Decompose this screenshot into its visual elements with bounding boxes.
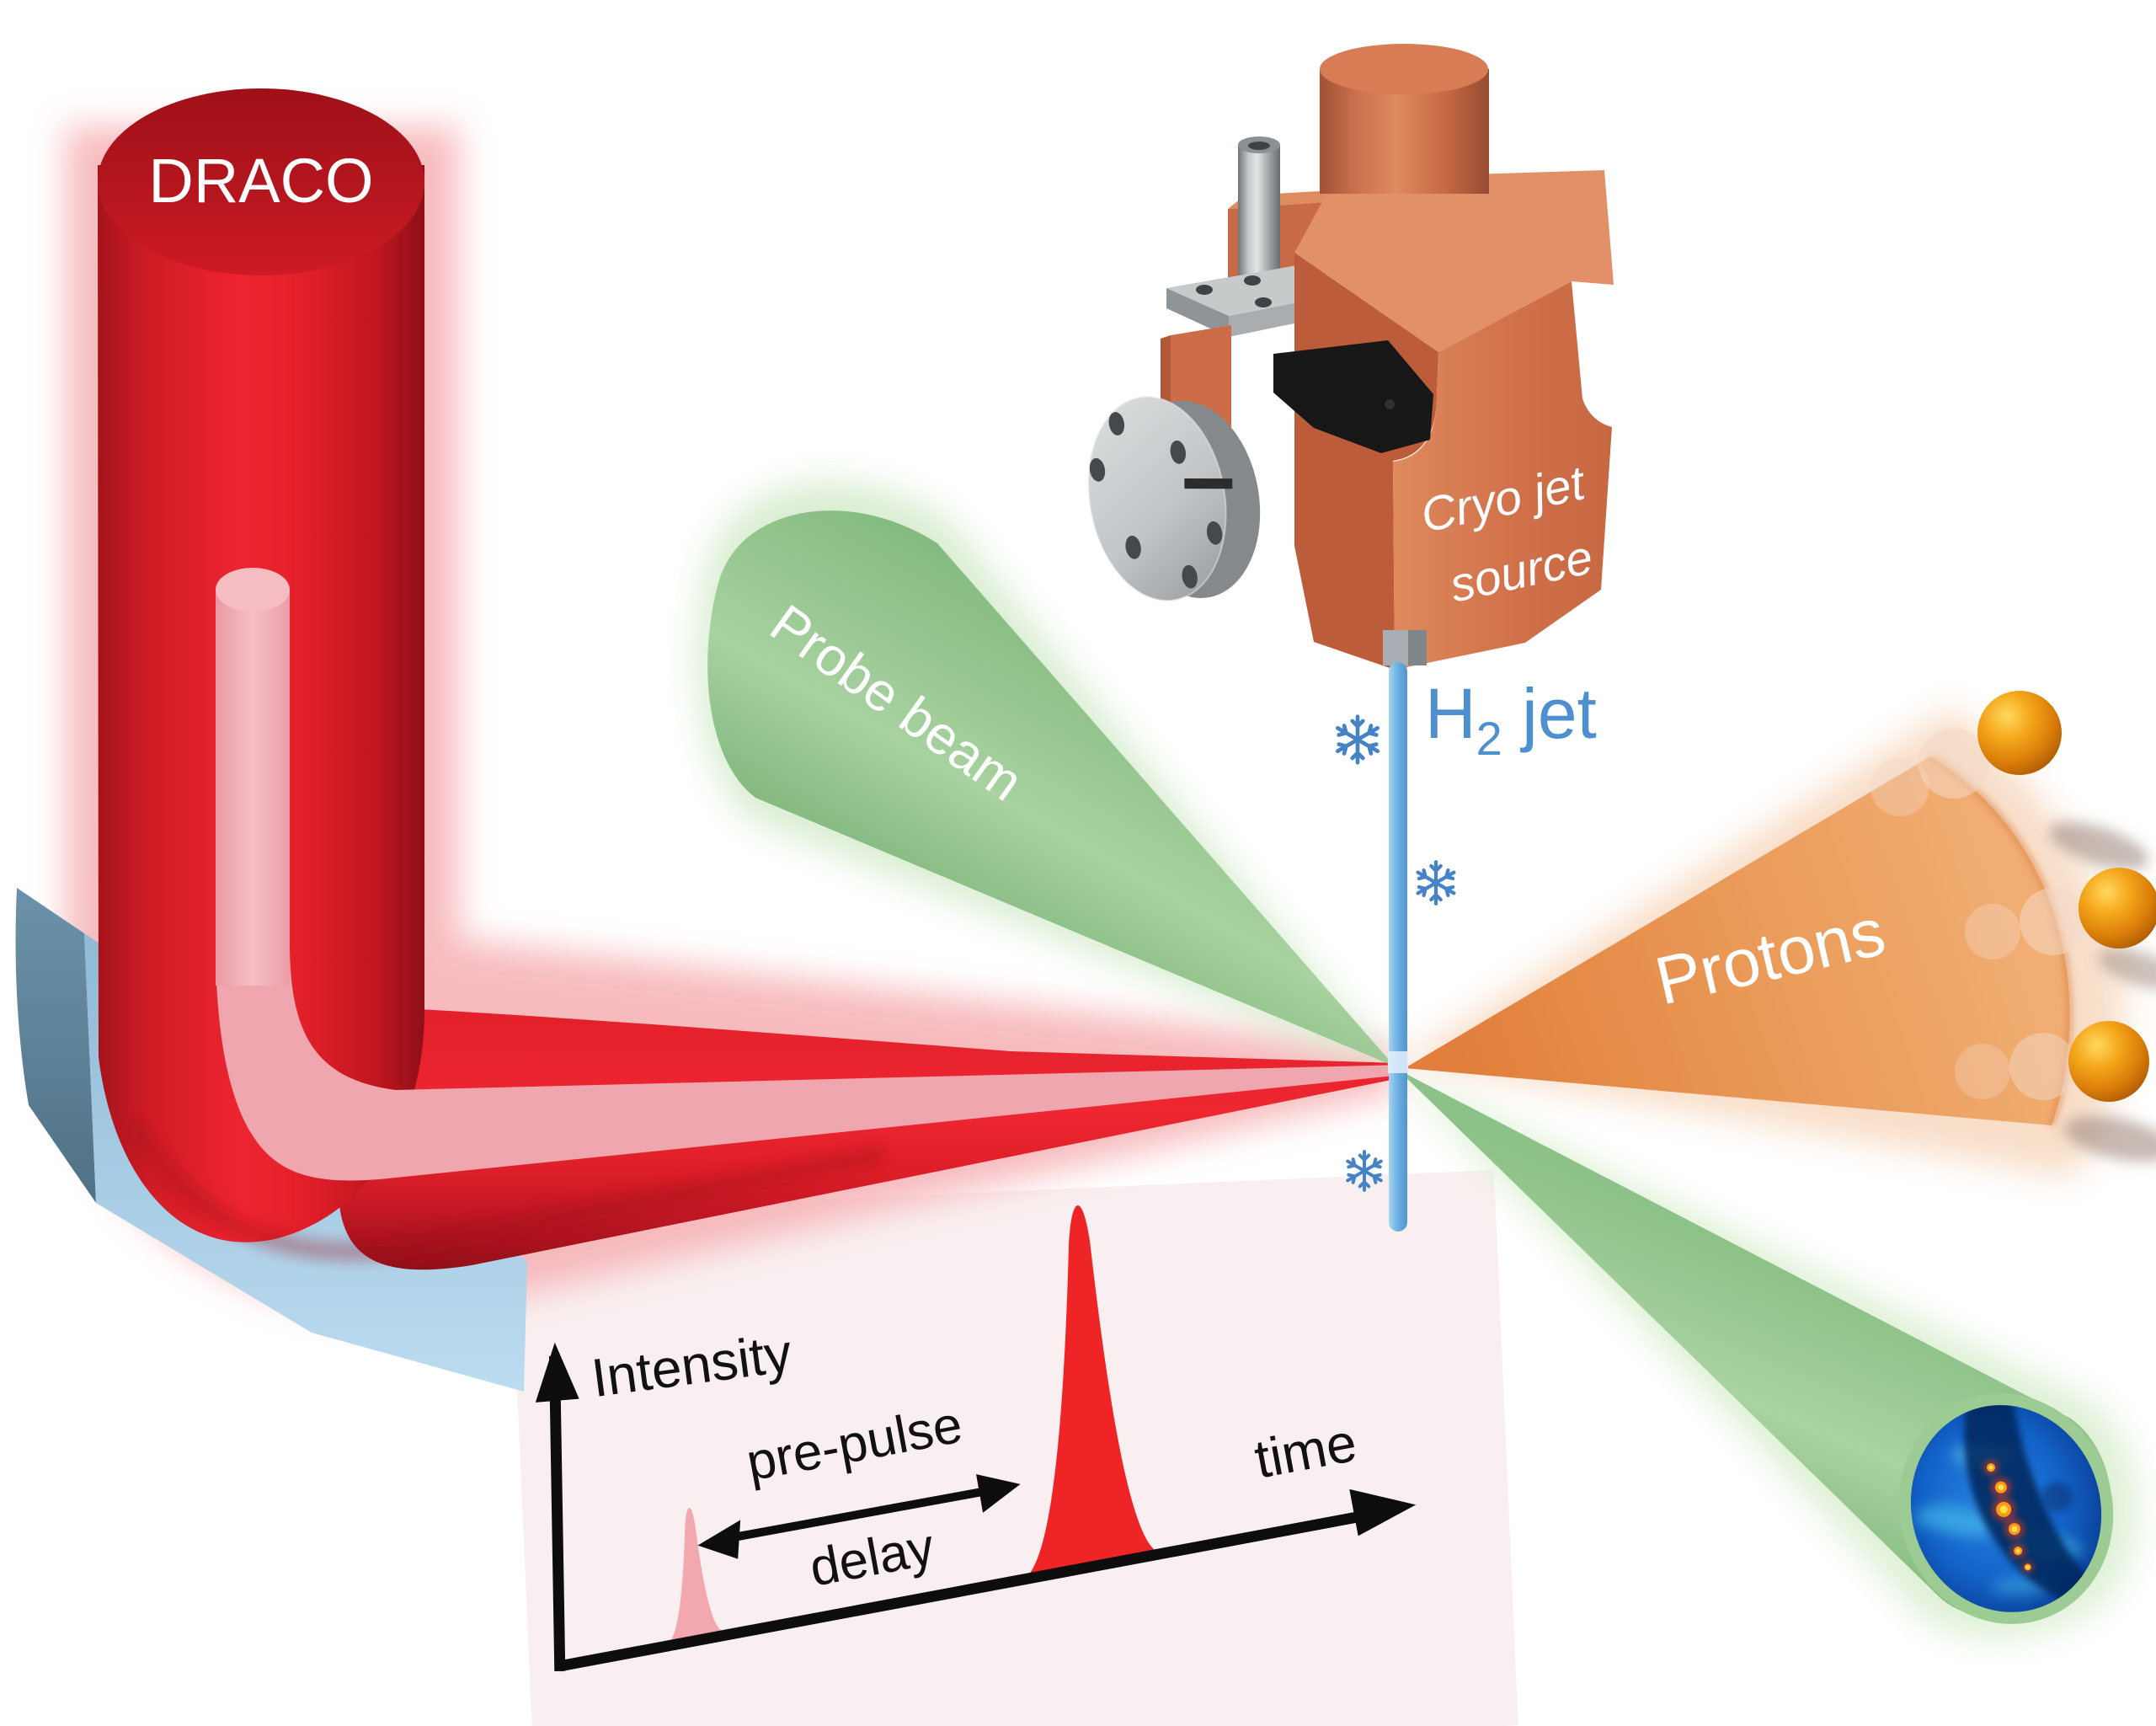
h2-jet-label-symbol: H: [1425, 674, 1476, 753]
shadowgraphy-beam-tube: [1398, 1070, 2114, 1624]
mirror-side-face: [15, 888, 96, 1203]
main-pulse-peak: [1021, 1205, 1166, 1580]
disc-flange: [1087, 396, 1261, 601]
source-block-top: [1294, 170, 1614, 352]
delay-arrow: [697, 1474, 1021, 1559]
draco-laser-beam: DRACO: [98, 88, 1402, 1270]
h2-jet: H2 jet: [1388, 662, 1597, 1232]
proton-spheres: [1977, 691, 2156, 1102]
proton-ghost-trails: [1870, 728, 2087, 1100]
proton-sphere: [1977, 691, 2062, 775]
h2-jet-label: H2 jet: [1425, 674, 1597, 765]
prepulse-peak: [664, 1508, 727, 1647]
proton-sphere: [2079, 868, 2156, 948]
intensity-axis: [535, 1342, 579, 1672]
draco-label: DRACO: [148, 146, 373, 216]
h2-jet-line: [1389, 662, 1407, 1232]
source-block-front: [1393, 281, 1612, 670]
h2-jet-label-subscript: 2: [1476, 712, 1502, 765]
jet-clamp: [1273, 340, 1433, 453]
timing-plot: Intensity time pre-pulse delay: [535, 1205, 1417, 1672]
h2-jet-label-suffix: jet: [1502, 674, 1597, 753]
laser-core-top: [216, 568, 290, 612]
probe-beam-cone: Probe beam: [707, 510, 1395, 1066]
laser-core-pink: [216, 590, 1402, 1181]
proton-shadows: [2048, 821, 2156, 1162]
snowflake-icon: [1416, 862, 1456, 903]
time-axis: [558, 1488, 1417, 1672]
proton-sphere: [2068, 1021, 2149, 1102]
timing-inset-panel: Intensity time pre-pulse delay: [510, 1169, 1518, 1726]
draco-cylinder-top: [98, 88, 424, 275]
snowflake-icon: [1343, 1150, 1385, 1192]
snowflake-icon: [1335, 717, 1380, 763]
cryo-jet-source-device: Cryo jet source: [1087, 44, 1614, 670]
shadowgraphy-image: [1910, 1392, 2103, 1612]
